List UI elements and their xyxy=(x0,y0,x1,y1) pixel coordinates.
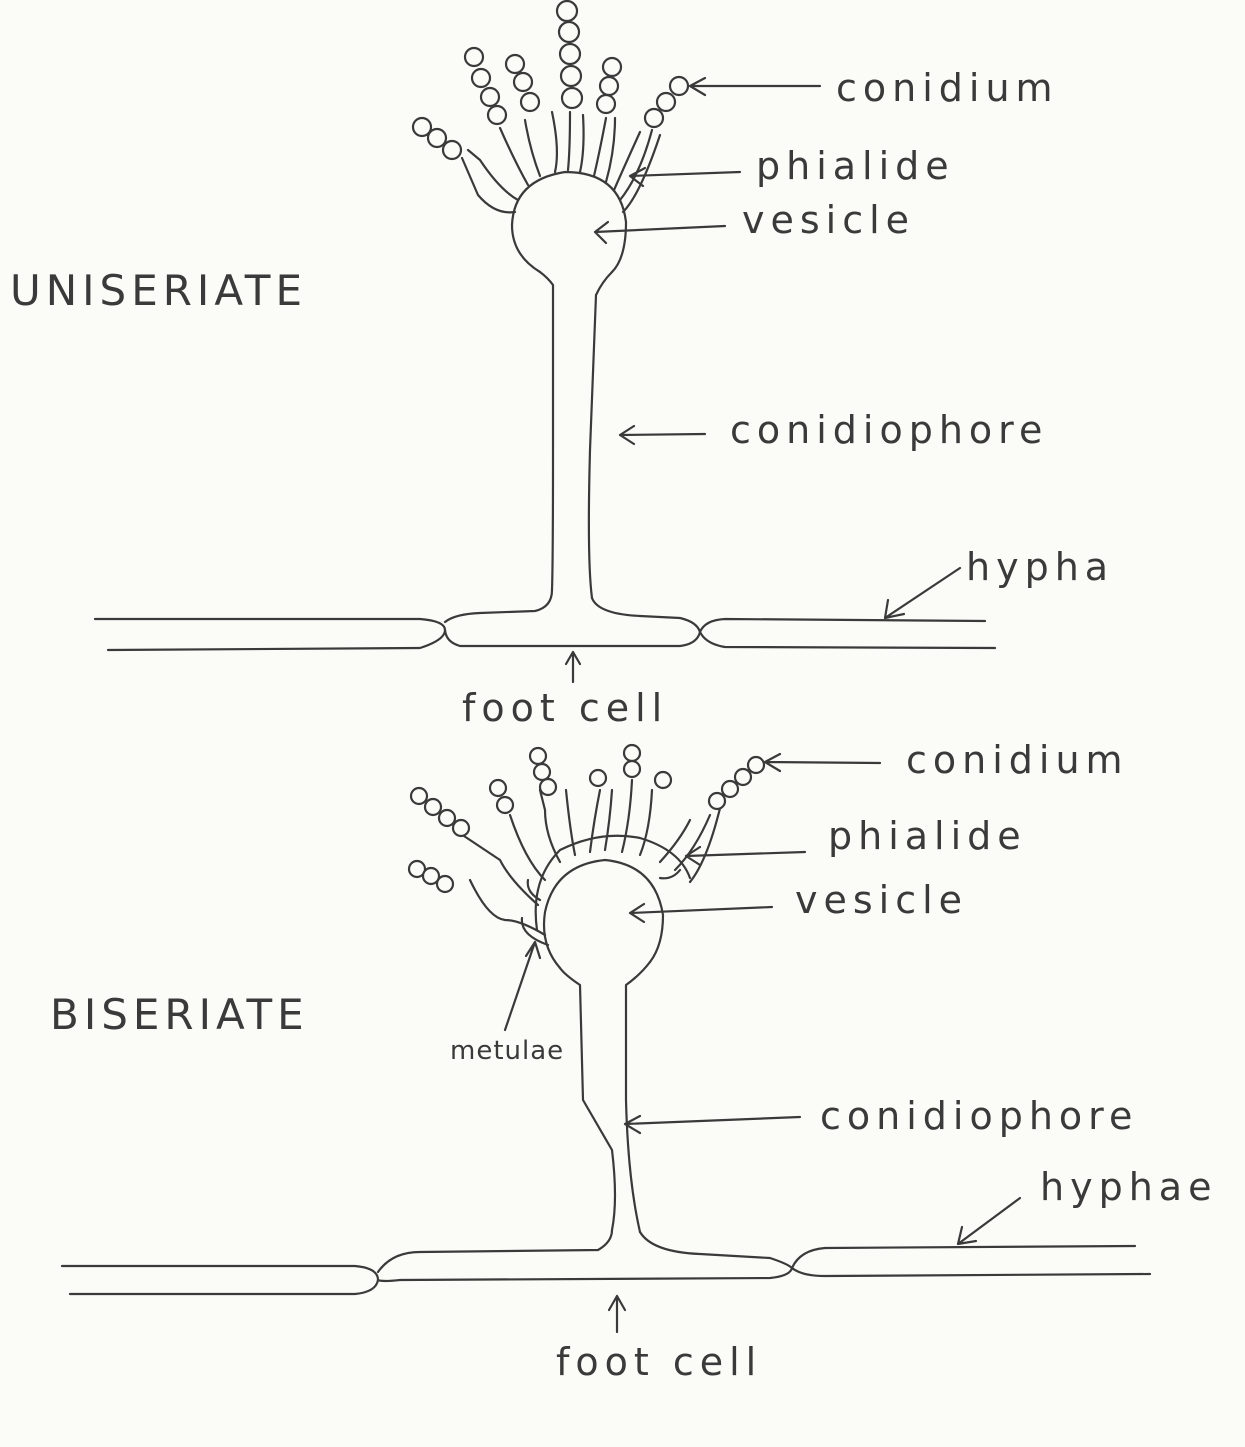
uniseriate-structure xyxy=(93,0,997,684)
biseriate-label-foot-cell: foot cell xyxy=(556,1340,763,1384)
uniseriate-foot-cell xyxy=(443,588,702,648)
biseriate-label-vesicle: vesicle xyxy=(795,878,969,922)
uniseriate-conidiophore xyxy=(538,270,614,600)
uniseriate-label-foot-cell: foot cell xyxy=(462,686,669,730)
uniseriate-vesicle xyxy=(510,170,628,274)
uniseriate-label-conidium: conidium xyxy=(836,66,1059,110)
uniseriate-label-arrows xyxy=(564,76,962,684)
uniseriate-label-phialide: phialide xyxy=(756,144,955,188)
biseriate-conidia xyxy=(407,743,766,894)
uniseriate-hypha-left xyxy=(93,617,447,652)
biseriate-title: BISERIATE xyxy=(50,990,309,1039)
biseriate-conidiophore xyxy=(558,960,652,1234)
biseriate-structure xyxy=(60,743,1152,1334)
uniseriate-phialides xyxy=(460,110,662,214)
uniseriate-title: UNISERIATE xyxy=(10,266,307,315)
biseriate-foot-cell xyxy=(376,1228,794,1283)
uniseriate-label-conidiophore: conidiophore xyxy=(730,408,1049,452)
uniseriate-conidia xyxy=(411,0,690,161)
biseriate-hypha-right xyxy=(790,1244,1152,1278)
biseriate-hypha-left xyxy=(60,1264,380,1296)
uniseriate-hypha-right xyxy=(698,617,997,650)
biseriate-label-conidiophore: conidiophore xyxy=(820,1094,1139,1138)
biseriate-label-phialide: phialide xyxy=(828,814,1027,858)
biseriate-metulae xyxy=(520,834,692,947)
biseriate-label-arrows xyxy=(503,752,1022,1334)
uniseriate-label-vesicle: vesicle xyxy=(742,198,916,242)
biseriate-label-metulae: metulae xyxy=(450,1036,565,1066)
biseriate-phialides xyxy=(453,778,724,937)
biseriate-label-hyphae: hyphae xyxy=(1040,1165,1218,1209)
uniseriate-label-hypha: hypha xyxy=(966,545,1115,589)
biseriate-vesicle xyxy=(542,858,665,970)
biseriate-label-conidium: conidium xyxy=(906,738,1129,782)
